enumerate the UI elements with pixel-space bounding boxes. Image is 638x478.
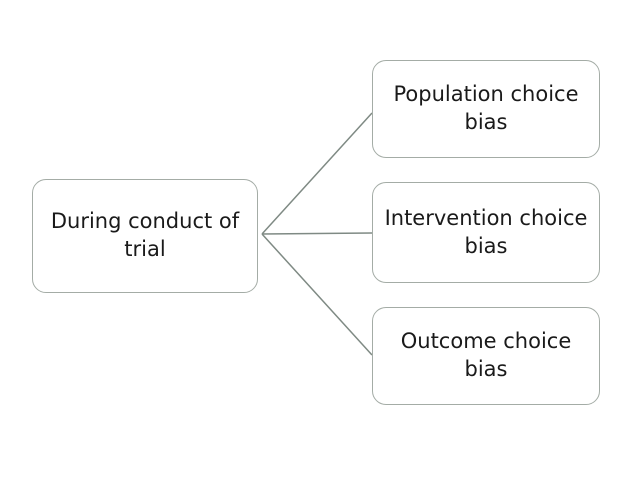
node-outcome-choice-bias: Outcome choice bias [372, 307, 600, 405]
connector-root-to-outcome [261, 233, 373, 356]
node-during-conduct-of-trial-label: During conduct of trial [50, 209, 240, 261]
node-intervention-choice-bias: Intervention choice bias [372, 182, 600, 283]
node-outcome-choice-bias-label: Outcome choice bias [400, 329, 572, 381]
connector-root-to-intervention [261, 232, 373, 235]
node-during-conduct-of-trial: During conduct of trial [32, 179, 258, 293]
node-population-choice-bias-label: Population choice bias [393, 82, 579, 134]
connector-root-to-population [261, 112, 373, 235]
node-intervention-choice-bias-label: Intervention choice bias [384, 205, 588, 258]
node-population-choice-bias: Population choice bias [372, 60, 600, 158]
